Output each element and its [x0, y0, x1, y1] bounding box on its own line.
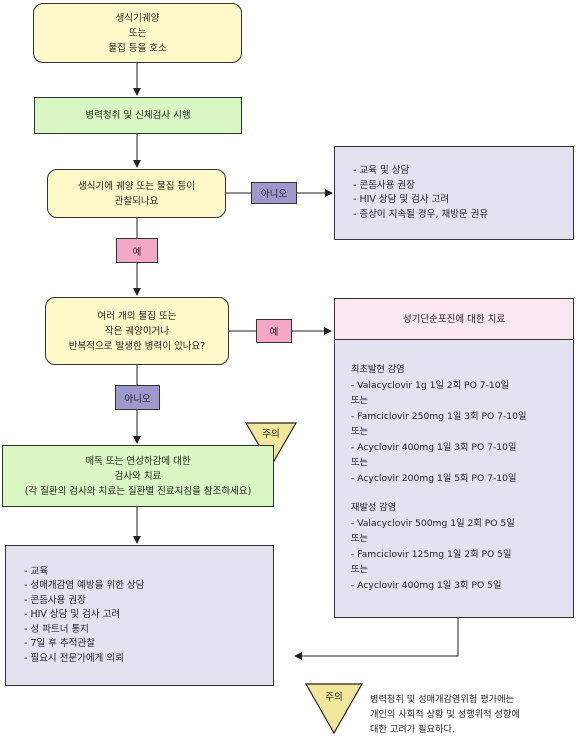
- note-caution-label: 주의: [325, 692, 343, 703]
- initial-regimen: - Acyclovir 200mg 1일 5회 PO 7-10일: [351, 472, 517, 484]
- recurrent-regimen: 또는: [351, 564, 368, 575]
- decision2-no-tag: 아니오: [115, 385, 160, 410]
- footnote-line2: 개인의 사회적 상황 및 성행위적 성향에: [370, 709, 520, 720]
- counsel-item: - 교육 및 상담: [353, 165, 410, 176]
- initial-regimen: - Acyclovir 400mg 1일 3회 PO 7-10일: [351, 441, 517, 453]
- education-item: - 콘돔사용 권장: [24, 594, 86, 606]
- start-line1: 생식기궤양: [115, 12, 160, 24]
- start-line3: 물집 등을 호소: [108, 42, 167, 54]
- decision2-line2: 작은 궤양이거나: [104, 325, 170, 337]
- decision1-no-tag: 아니오: [251, 182, 297, 204]
- education-item: - HIV 상담 및 검사 고려: [24, 609, 121, 621]
- footnote: 병력청취 및 성매개감염위험 평가에는 개인의 사회적 상황 및 성행위적 성향…: [370, 692, 570, 737]
- initial-regimen: 또는: [351, 395, 368, 406]
- herpes-treatment-header: 성기단순포진에 대한 치료: [334, 298, 574, 340]
- education-item: - 7일 후 추적관찰: [24, 638, 95, 650]
- initial-infection-title: 최초발현 감염: [351, 364, 405, 375]
- recurrent-regimen: - Valacyclovir 500mg 1일 2회 PO 5일: [351, 517, 515, 529]
- decision1-yes-tag: 예: [116, 238, 158, 263]
- start-box: 생식기궤양 또는 물집 등을 호소: [33, 3, 242, 63]
- herpes-header-label: 성기단순포진에 대한 치료: [402, 313, 506, 325]
- decision2-line1: 여러 개의 물집 또는: [97, 310, 177, 322]
- recurrent-regimen: - Acyclovir 400mg 1일 3회 PO 5일: [351, 579, 502, 591]
- evaluate-line1: 매독 또는 연성하감에 대한: [85, 455, 191, 467]
- footnote-line3: 대한 고려가 필요하다.: [370, 724, 455, 735]
- initial-regimen: 또는: [351, 426, 368, 437]
- history-exam-label: 병력청취 및 신체검사 시행: [85, 110, 191, 121]
- caution-label: 주의: [262, 429, 280, 440]
- history-exam-box: 병력청취 및 신체검사 시행: [34, 97, 242, 134]
- counsel-item: - 증상이 지속될 경우, 재방문 권유: [353, 208, 489, 220]
- note-caution-triangle-icon: [304, 683, 364, 735]
- decision-ulcer-observed: 생식기에 궤양 또는 물집 등이 관찰되나요: [47, 169, 226, 218]
- initial-regimen: - Famciclovir 250mg 1일 3회 PO 7-10일: [351, 410, 527, 422]
- education-item: - 성매개감염 예방을 위한 상담: [24, 580, 145, 592]
- initial-regimen: 또는: [351, 457, 368, 468]
- counsel-item: - 콘돔사용 권장: [353, 179, 415, 191]
- evaluate-line2: 검사와 치료: [114, 470, 162, 482]
- footnote-line1: 병력청취 및 성매개감염위험 평가에는: [370, 694, 515, 705]
- caution-triangle-icon: [244, 422, 298, 468]
- decision-multiple-vesicles: 여러 개의 물집 또는 작은 궤양이거나 반복적으로 발생한 병력이 있나요?: [45, 297, 229, 365]
- decision2-yes-tag: 예: [256, 319, 292, 343]
- education-box: - 교육 - 성매개감염 예방을 위한 상담 - 콘돔사용 권장 - HIV 상…: [5, 545, 274, 686]
- decision1-line1: 생식기에 궤양 또는 물집 등이: [78, 180, 195, 192]
- start-line2: 또는: [128, 27, 147, 39]
- education-item: - 성 파트너 통지: [24, 623, 89, 635]
- recurrent-infection-title: 재발성 감염: [351, 502, 397, 513]
- initial-regimen: - Valacyclovir 1g 1일 2회 PO 7-10일: [351, 379, 510, 391]
- education-item: - 필요시 전문가에게 의뢰: [24, 652, 124, 664]
- recurrent-regimen: 또는: [351, 533, 368, 544]
- recurrent-regimen: - Famciclovir 125mg 1일 2회 PO 5일: [351, 548, 512, 560]
- syphilis-chancroid-box: 매독 또는 연성하감에 대한 검사와 치료 (각 질환의 검사와 치료는 질환별…: [2, 445, 274, 507]
- counsel-box: - 교육 및 상담 - 콘돔사용 권장 - HIV 상담 및 검사 고려 - 증…: [334, 146, 574, 240]
- decision2-line3: 반복적으로 발생한 병력이 있나요?: [68, 340, 206, 352]
- herpes-treatment-body: 최초발현 감염 - Valacyclovir 1g 1일 2회 PO 7-10일…: [334, 339, 574, 618]
- education-item: - 교육: [24, 565, 48, 577]
- counsel-item: - HIV 상담 및 검사 고려: [353, 194, 450, 205]
- evaluate-line3: (각 질환의 검사와 치료는 질환별 진료지침을 참조하세요): [24, 485, 252, 497]
- decision1-line2: 관찰되나요: [114, 195, 159, 207]
